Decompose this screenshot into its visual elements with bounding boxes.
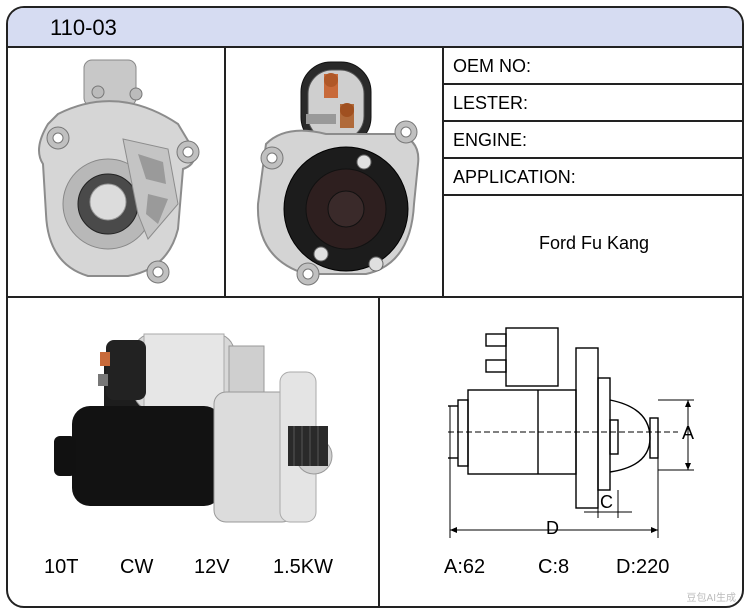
oem-row: OEM NO:	[444, 48, 742, 85]
header-bar: 110-03	[8, 8, 742, 48]
divider	[8, 296, 742, 298]
starter-front-view-icon	[38, 59, 200, 284]
watermark: 豆包AI生成	[686, 593, 736, 604]
dimension-label-a: A	[682, 423, 694, 443]
lester-label: LESTER:	[453, 93, 529, 113]
spec-voltage: 12V	[194, 556, 230, 578]
dimension-label-c: C	[600, 492, 613, 512]
starter-side-photo-icon	[54, 333, 333, 523]
starter-rear-view-icon	[256, 61, 420, 286]
spec-sheet: 110-03 OEM NO: LESTER: ENGINE: APPLICATI…	[6, 6, 744, 608]
oem-label: OEM NO:	[453, 56, 532, 76]
dimension-label-d: D	[546, 518, 559, 538]
engine-label: ENGINE:	[453, 130, 528, 150]
engine-row: ENGINE:	[444, 122, 742, 159]
part-code: 110-03	[50, 15, 117, 40]
dimension-d: D:220	[616, 556, 670, 578]
application-value: Ford Fu Kang	[538, 233, 650, 253]
application-label: APPLICATION:	[453, 167, 576, 187]
divider	[224, 48, 226, 298]
dimension-a: A:62	[444, 556, 486, 578]
spec-rotation: CW	[120, 556, 154, 578]
spec-teeth: 10T	[44, 556, 79, 578]
divider	[442, 48, 444, 298]
lester-row: LESTER:	[444, 85, 742, 122]
application-row: APPLICATION:	[444, 159, 742, 196]
spec-power: 1.5KW	[273, 556, 334, 578]
dimension-c: C:8	[538, 556, 570, 578]
divider	[378, 296, 380, 606]
starter-technical-drawing-icon: A C D	[448, 327, 694, 538]
